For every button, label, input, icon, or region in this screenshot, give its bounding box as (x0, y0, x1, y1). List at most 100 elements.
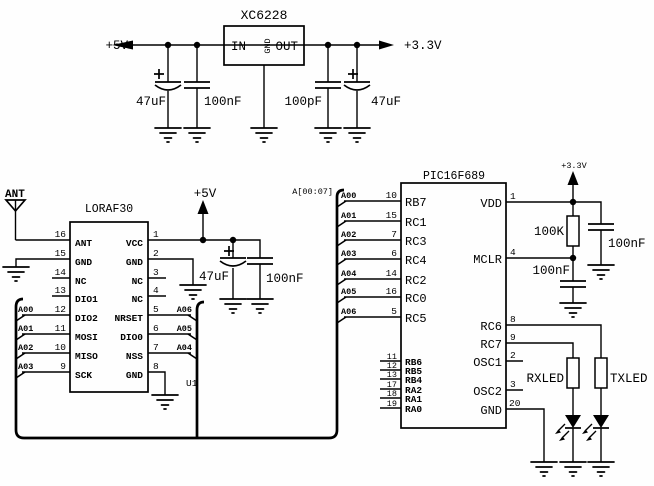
rail-3v3-label: +3.3V (561, 161, 587, 171)
pin-name: RC6 (480, 320, 502, 334)
plus-icon (348, 69, 358, 79)
gnd2-wire (148, 258, 194, 285)
gnd15-wire (15, 258, 70, 267)
main-bus-line (14, 188, 345, 440)
lora-circuit: ANT LORAF30 U1 ANT GND NC DIO1 DIO2 MOSI… (2, 187, 304, 410)
regulator-title: XC6228 (241, 8, 288, 23)
nc-stubs (148, 277, 166, 297)
lora-title: LORAF30 (85, 203, 133, 216)
pin-number: 1 (153, 229, 159, 240)
osc-stubs (506, 360, 523, 391)
bus-tap-wires (148, 314, 191, 354)
pin-name: GND (126, 370, 143, 381)
net-label: A04 (341, 269, 356, 279)
pin-number: 2 (153, 248, 159, 259)
cap-label: 47uF (199, 270, 229, 284)
bus-tap-wires (344, 200, 401, 318)
pin-number: 9 (60, 361, 66, 372)
ground-symbol (587, 264, 615, 280)
cap-label: 47uF (136, 95, 166, 109)
aux-pin-stubs (380, 360, 401, 409)
bus-tap-hooks (336, 200, 347, 324)
pin-number: 8 (153, 361, 159, 372)
pin-number: 5 (153, 304, 159, 315)
rxled-label: RXLED (526, 372, 564, 386)
regulator-pin-gnd: GND (263, 38, 273, 53)
pin-number: 14 (55, 267, 67, 278)
led-emission-arrows (555, 423, 597, 441)
resistor-100k (566, 215, 580, 247)
capacitor-47uf-lora (219, 240, 247, 299)
gnd20-wire (506, 408, 545, 462)
pin-number: 7 (153, 342, 159, 353)
pin-name: NC (132, 294, 144, 305)
net-label: A00 (18, 305, 33, 315)
pin-number: 2 (510, 350, 516, 361)
net-label: A06 (341, 307, 356, 317)
net-label: A01 (18, 324, 33, 334)
pin-number: 11 (387, 352, 397, 362)
antenna-label: ANT (5, 189, 25, 201)
ground-symbol (2, 266, 30, 282)
pin-name: RA2 (405, 385, 422, 396)
capacitor-100nf-vdd (588, 223, 614, 265)
ground-symbol (154, 127, 182, 143)
pin-number: 13 (387, 370, 397, 380)
led-gnd-wires (572, 428, 602, 462)
regulator-pin-out: OUT (275, 40, 298, 54)
pin-name: DIO2 (75, 313, 98, 324)
net-label: A00 (341, 191, 356, 201)
pin-name: GND (75, 257, 92, 268)
branch-bus-line (195, 300, 205, 438)
pin-name: SCK (75, 370, 92, 381)
pin-number: 4 (510, 247, 516, 258)
regulator-pin-in: IN (231, 40, 246, 54)
pin-name: MCLR (473, 253, 502, 267)
capacitor-100nf-mclr (560, 258, 586, 303)
pin-name: NC (132, 276, 144, 287)
rail-5v-label: +5V (105, 39, 128, 53)
resistor-txled (594, 357, 608, 389)
pin-name: RC5 (405, 312, 427, 326)
pin-number: 15 (386, 210, 398, 221)
power-arrow-icon (197, 200, 209, 214)
pin-number: 18 (387, 389, 397, 399)
pin-number: 14 (386, 268, 398, 279)
ground-symbol (151, 394, 179, 410)
capacitor-100pf-output (315, 45, 341, 128)
resistor-label: 100K (534, 225, 565, 239)
cap-label: 100nF (608, 237, 646, 251)
rc7-wire (506, 342, 574, 358)
pin-name: RC2 (405, 274, 427, 288)
pin-number: 9 (510, 332, 516, 343)
ground-symbol (219, 298, 247, 314)
address-bus: A[00:07] (14, 187, 345, 440)
pin-name: RB4 (405, 375, 422, 386)
pin-number: 16 (386, 286, 398, 297)
cap-label: 100nF (532, 264, 570, 278)
net-label: A05 (177, 324, 192, 334)
pin-number: 7 (391, 229, 397, 240)
pin-number: 11 (55, 323, 67, 334)
gnd8-wire (148, 371, 166, 395)
bus-name-label: A[00:07] (292, 187, 333, 197)
junction-dot (569, 198, 577, 206)
pin-name: MISO (75, 351, 98, 362)
ground-symbol (530, 461, 558, 477)
pin-name: RB6 (405, 357, 422, 368)
pin-number: 17 (387, 380, 397, 390)
mcu-body (400, 182, 507, 429)
right-arrow-icon (379, 40, 394, 50)
pin-name: RC0 (405, 292, 427, 306)
pin-number: 16 (55, 229, 67, 240)
pin-name: NRSET (114, 313, 143, 324)
pin-name: GND (126, 257, 143, 268)
capacitor-47uf-output (343, 45, 371, 128)
capacitor-47uf-input (154, 45, 182, 128)
pin-name: VCC (126, 238, 143, 249)
rail-3v3-label: +3.3V (404, 39, 442, 53)
regulator-circuit: +5V +3.3V XC6228 IN OUT GND 47uF 100nF (105, 8, 442, 143)
pin-number: 13 (55, 285, 67, 296)
net-label: A04 (177, 343, 192, 353)
